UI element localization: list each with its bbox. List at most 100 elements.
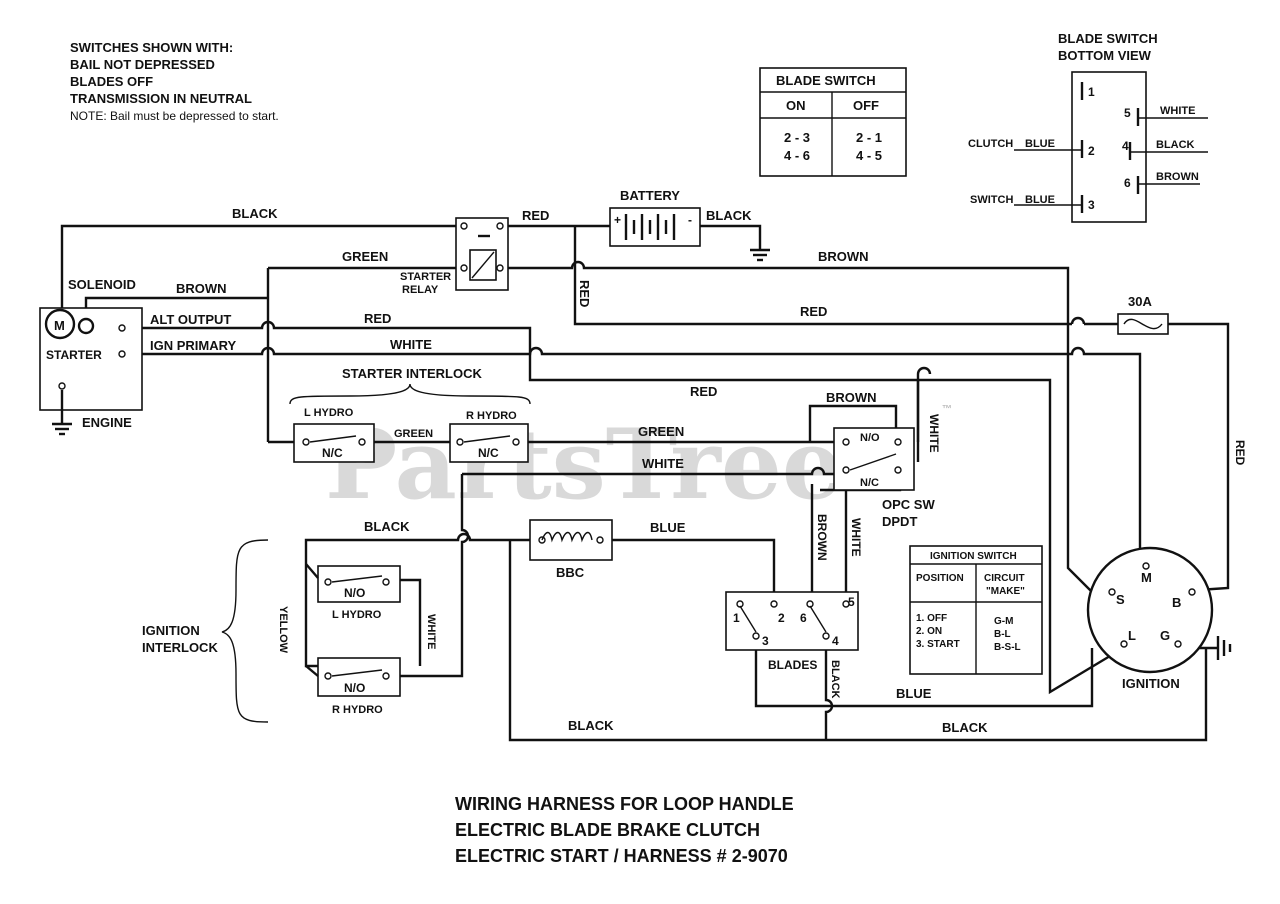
- ignition-interlock-label-2: INTERLOCK: [142, 640, 218, 655]
- bsbv-clutch: CLUTCH: [968, 138, 1013, 150]
- starter-engine: M STARTER SOLENOID ENGINE ALT OUTPUT IGN…: [39, 277, 237, 436]
- ign-primary-label: IGN PRIMARY: [150, 338, 237, 353]
- blade-table-title: BLADE SWITCH: [776, 73, 876, 88]
- bsbv-title-2: BOTTOM VIEW: [1058, 48, 1152, 63]
- blades-t4: 4: [832, 634, 839, 648]
- opc-switch: N/O N/C OPC SW DPDT: [833, 427, 935, 529]
- ign-table-position: POSITION: [916, 573, 964, 584]
- opc-nc: N/C: [860, 477, 879, 489]
- bsbv-t1: 1: [1088, 85, 1095, 99]
- watermark: PartsTree: [325, 408, 843, 521]
- label-red-long: RED: [800, 304, 827, 319]
- label-red-top: RED: [522, 208, 549, 223]
- blade-table-off-2: 4 - 5: [856, 148, 882, 163]
- ignition-interlock-label-1: IGNITION: [142, 623, 200, 638]
- blades-t3: 3: [762, 634, 769, 648]
- label-white-mid: WHITE: [642, 456, 684, 471]
- ign-m: M: [1141, 570, 1152, 585]
- label-yellow: YELLOW: [277, 606, 289, 654]
- ign-s: S: [1116, 592, 1125, 607]
- battery-minus: -: [688, 213, 692, 227]
- caption-line-2: ELECTRIC BLADE BRAKE CLUTCH: [455, 820, 760, 840]
- alt-output-label: ALT OUTPUT: [150, 312, 231, 327]
- caption: WIRING HARNESS FOR LOOP HANDLE ELECTRIC …: [455, 794, 794, 866]
- bsbv-blue-2: BLUE: [1025, 194, 1055, 206]
- ii-l-hydro-label: L HYDRO: [332, 609, 382, 621]
- note-line-1: SWITCHES SHOWN WITH:: [70, 40, 233, 55]
- ign-b: B: [1172, 595, 1181, 610]
- l-hydro-nc: N/C: [322, 446, 343, 460]
- label-red-right: RED: [1233, 440, 1247, 466]
- label-red-alt: RED: [364, 311, 391, 326]
- l-hydro-top-label: L HYDRO: [304, 407, 354, 419]
- bbc-label: BBC: [556, 565, 585, 580]
- blades-t2: 2: [778, 611, 785, 625]
- blades-t5: 5: [848, 595, 855, 609]
- solenoid-label: SOLENOID: [68, 277, 136, 292]
- label-black-blades: BLACK: [829, 660, 841, 699]
- ign-table-pos-1: 1. OFF: [916, 613, 947, 624]
- watermark-tm: ™: [942, 404, 952, 415]
- label-blue-bbc: BLUE: [650, 520, 686, 535]
- opc-label-2: DPDT: [882, 514, 917, 529]
- r-hydro-nc: N/C: [478, 446, 499, 460]
- starter-interlock-label: STARTER INTERLOCK: [342, 366, 482, 381]
- blade-table-off-1: 2 - 1: [856, 130, 882, 145]
- blade-switch-table: BLADE SWITCH ON OFF 2 - 3 4 - 6 2 - 1 4 …: [759, 67, 907, 177]
- label-green-mid: GREEN: [638, 424, 684, 439]
- ign-table-title: IGNITION SWITCH: [930, 551, 1017, 562]
- motor-label: M: [54, 318, 65, 333]
- ign-table-pos-3: 3. START: [916, 639, 960, 650]
- label-brown-vertical: BROWN: [815, 514, 829, 561]
- label-white-interlock: WHITE: [425, 614, 437, 649]
- blades-t1: 1: [733, 611, 740, 625]
- ign-table-make-1: G-M: [994, 616, 1013, 627]
- label-green-top: GREEN: [342, 249, 388, 264]
- label-brown-solenoid: BROWN: [176, 281, 227, 296]
- blades-label: BLADES: [768, 658, 817, 672]
- note-line-5: NOTE: Bail must be depressed to start.: [70, 109, 279, 123]
- label-black-battery: BLACK: [706, 208, 752, 223]
- ign-g: G: [1160, 628, 1170, 643]
- label-brown-top: BROWN: [818, 249, 869, 264]
- ii-r-hydro-no: N/O: [344, 681, 365, 695]
- wires: [60, 224, 1232, 742]
- r-hydro-top-label: R HYDRO: [466, 410, 517, 422]
- bbc: BBC: [529, 519, 613, 580]
- ignition-interlock: IGNITION INTERLOCK N/O L HYDRO N/O R HYD…: [142, 539, 401, 723]
- opc-label-1: OPC SW: [882, 497, 935, 512]
- fuse-label: 30A: [1128, 294, 1152, 309]
- note-line-4: TRANSMISSION IN NEUTRAL: [70, 91, 252, 106]
- starter-relay-label-1: STARTER: [400, 271, 451, 283]
- bsbv-t5: 5: [1124, 106, 1131, 120]
- blades-t6: 6: [800, 611, 807, 625]
- bsbv-switch: SWITCH: [970, 194, 1013, 206]
- blade-switch-bottom-view: BLADE SWITCH BOTTOM VIEW 1 2 3 5 4 6 WHI…: [968, 31, 1208, 223]
- label-white-vertical: WHITE: [849, 518, 863, 557]
- ign-table-circuit-2: "MAKE": [986, 586, 1025, 597]
- bsbv-black: BLACK: [1156, 139, 1195, 151]
- blade-table-on: ON: [786, 98, 806, 113]
- ii-l-hydro-no: N/O: [344, 586, 365, 600]
- label-white-opc: WHITE: [927, 414, 941, 453]
- note-line-3: BLADES OFF: [70, 74, 153, 89]
- bsbv-t3: 3: [1088, 198, 1095, 212]
- ign-table-pos-2: 2. ON: [916, 626, 942, 637]
- battery-label: BATTERY: [620, 188, 680, 203]
- ii-r-hydro-label: R HYDRO: [332, 704, 383, 716]
- ign-table-circuit-1: CIRCUIT: [984, 573, 1025, 584]
- starter-relay: STARTER RELAY: [400, 217, 509, 296]
- label-black-interlock: BLACK: [364, 519, 410, 534]
- caption-line-3: ELECTRIC START / HARNESS # 2-9070: [455, 846, 788, 866]
- note-line-2: BAIL NOT DEPRESSED: [70, 57, 215, 72]
- blade-table-on-2: 4 - 6: [784, 148, 810, 163]
- label-brown-opc: BROWN: [826, 390, 877, 405]
- label-black-bottom-2: BLACK: [942, 720, 988, 735]
- ign-table-make-2: B-L: [994, 629, 1011, 640]
- ign-l: L: [1128, 628, 1136, 643]
- starter-label: STARTER: [46, 348, 102, 362]
- label-white-ign: WHITE: [390, 337, 432, 352]
- label-black-top: BLACK: [232, 206, 278, 221]
